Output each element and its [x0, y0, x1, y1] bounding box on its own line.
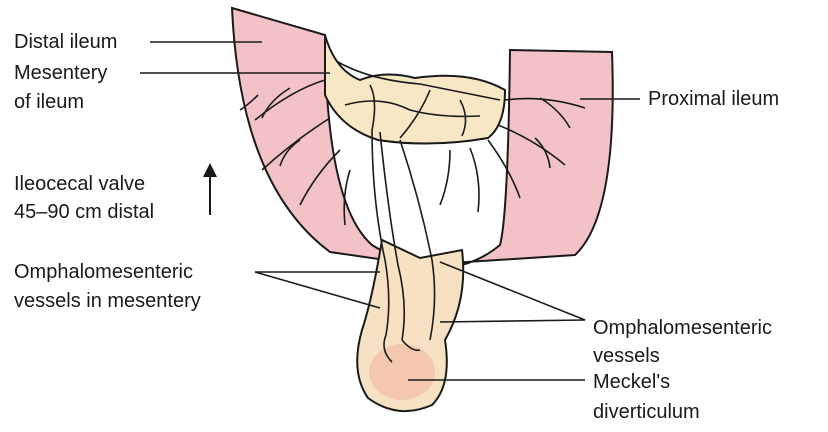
label-mesentery-line1: Mesentery	[14, 61, 107, 85]
label-omph-vessels-line1: Omphalomesenteric	[593, 316, 772, 340]
label-mesentery-line2: of ileum	[14, 90, 84, 114]
label-omph-vessels-line2: vessels	[593, 344, 660, 368]
label-omph-mesentery-line2: vessels in mesentery	[14, 289, 201, 313]
up-arrow-icon	[203, 163, 217, 215]
label-ileocecal-line1: Ileocecal valve	[14, 172, 145, 196]
label-omph-mesentery-line1: Omphalomesenteric	[14, 260, 193, 284]
diverticulum-tip	[369, 344, 435, 400]
label-meckel-line2: diverticulum	[593, 400, 700, 424]
label-ileocecal-line2: 45–90 cm distal	[14, 200, 154, 224]
label-meckel-line1: Meckel's	[593, 370, 670, 394]
mesentery	[325, 35, 505, 144]
label-distal-ileum: Distal ileum	[14, 30, 117, 54]
label-proximal-ileum: Proximal ileum	[648, 87, 779, 111]
